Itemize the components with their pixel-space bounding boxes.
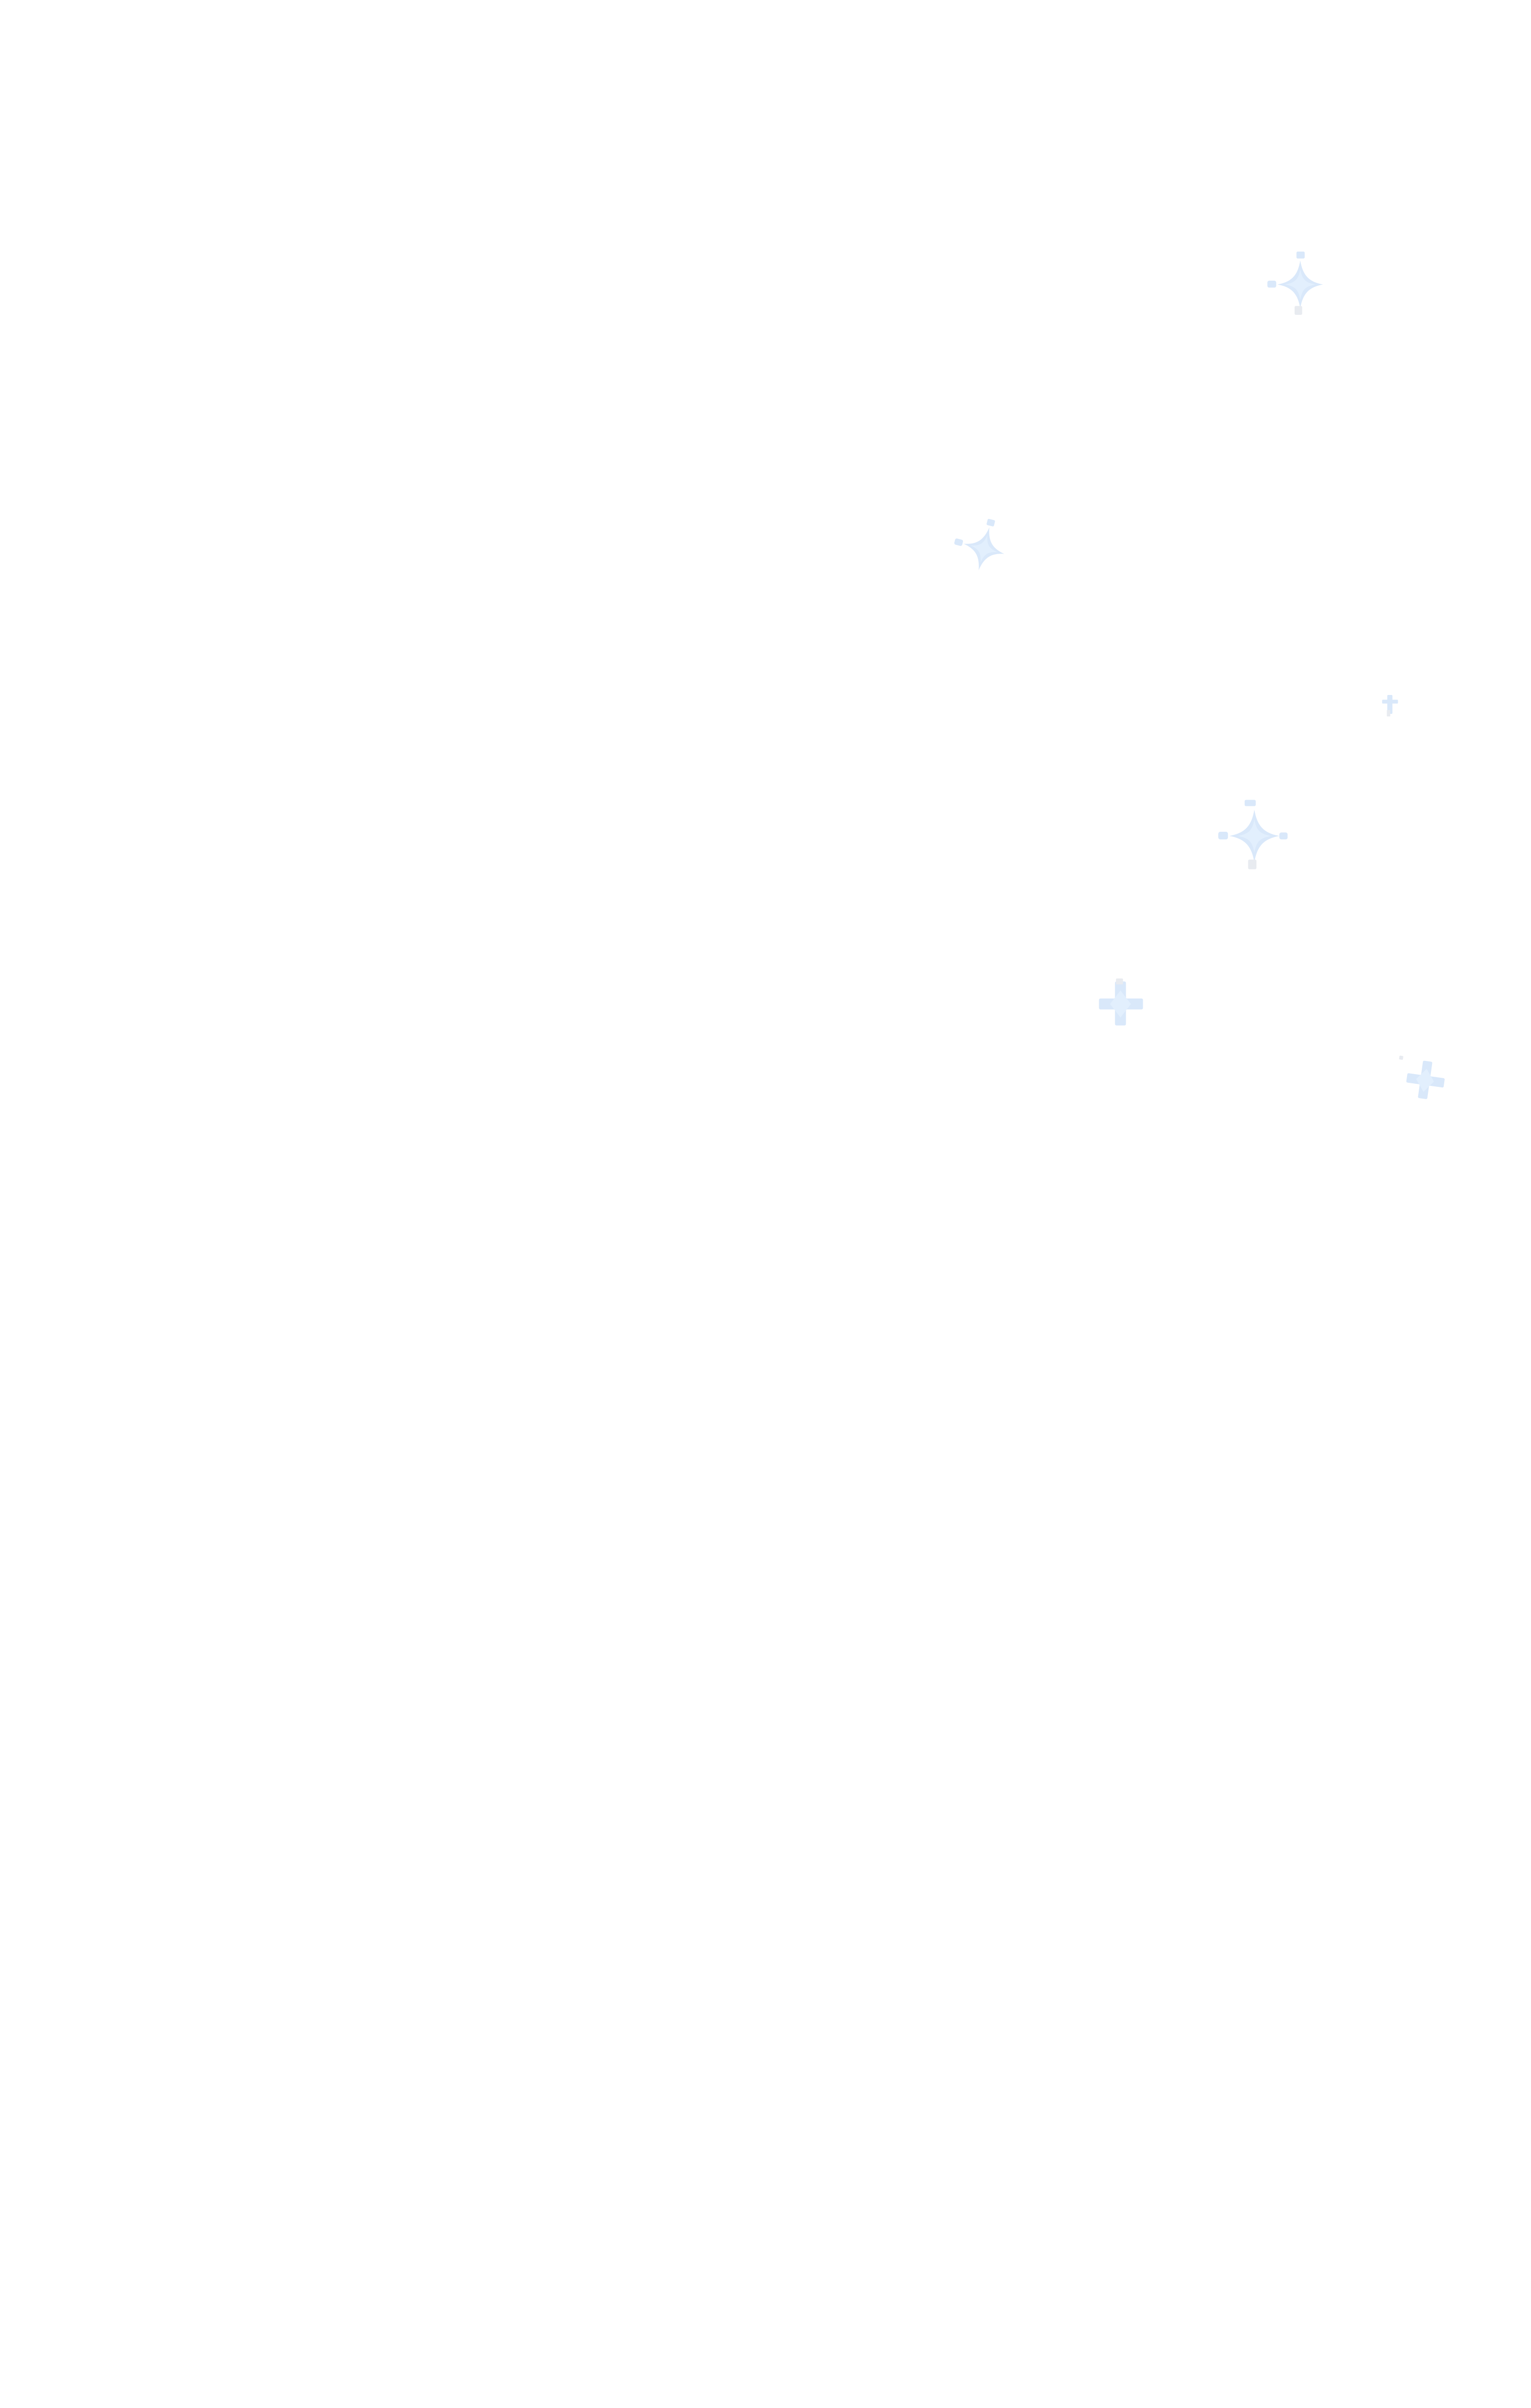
sparkle-icon-1 [1267, 252, 1323, 315]
sparkle-icon-5 [1099, 978, 1143, 1026]
sparkle-icon-6 [1399, 1055, 1445, 1099]
sparkle-icon-4 [1218, 800, 1288, 870]
sparkle-icon-2 [954, 518, 1004, 570]
sparkle-icon-3 [1382, 695, 1398, 716]
